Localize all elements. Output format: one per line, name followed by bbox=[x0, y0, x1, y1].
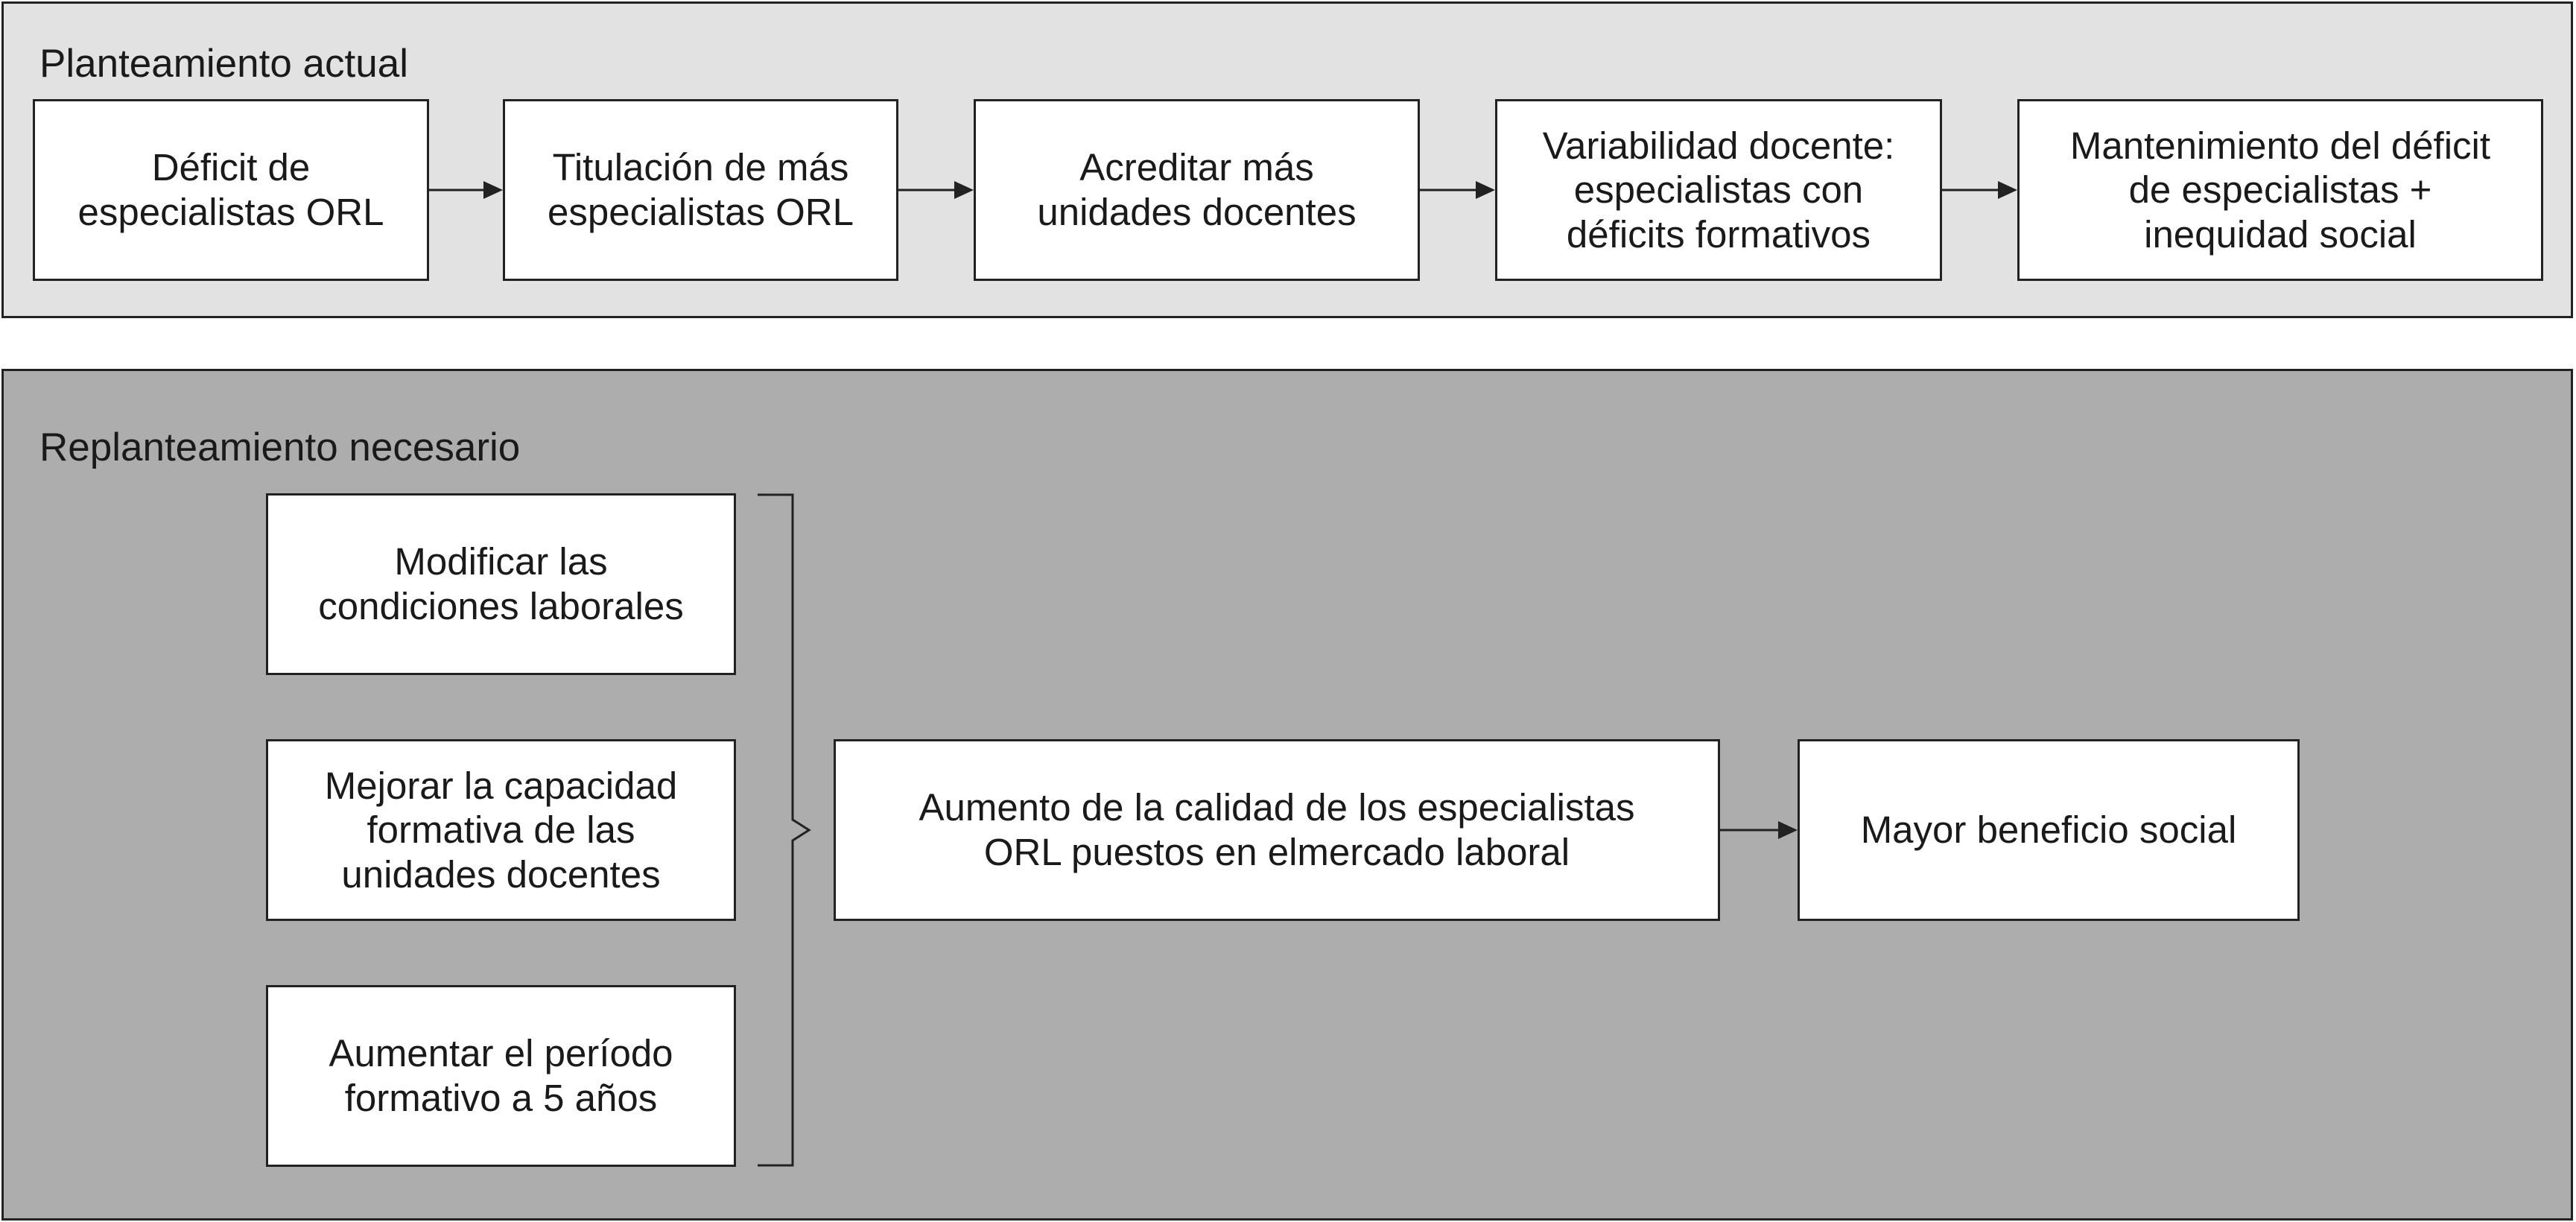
step-more-graduates: Titulación de más especialistas ORL bbox=[503, 99, 898, 281]
input-training-period: Aumentar el período formativo a 5 años bbox=[266, 985, 736, 1167]
step-teaching-variability: Variabilidad docente: especialistas con … bbox=[1495, 99, 1942, 281]
result-social-benefit: Mayor beneficio social bbox=[1798, 739, 2300, 921]
outcome-specialist-quality: Aumento de la calidad de los especialist… bbox=[834, 739, 1720, 921]
input-training-capacity: Mejorar la capacidad formativa de las un… bbox=[266, 739, 736, 921]
step-accredit-units: Acreditar más unidades docentes bbox=[974, 99, 1420, 281]
current-approach-title: Planteamiento actual bbox=[39, 42, 408, 86]
required-rethink-title: Replanteamiento necesario bbox=[39, 425, 521, 469]
step-specialist-deficit: Déficit de especialistas ORL bbox=[33, 99, 429, 281]
input-working-conditions: Modificar las condiciones laborales bbox=[266, 493, 736, 675]
step-deficit-maintained: Mantenimiento del déficit de especialist… bbox=[2017, 99, 2543, 281]
